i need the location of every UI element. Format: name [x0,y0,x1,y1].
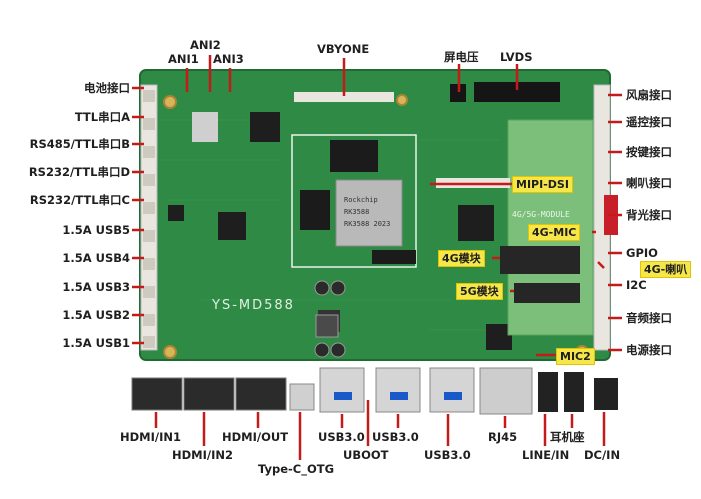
label-hdmi-out: HDMI/OUT [222,430,289,444]
label-hdmi-in2: HDMI/IN2 [172,448,233,462]
right-connectors [593,84,618,351]
label-backlight: 背光接口 [626,208,672,222]
m2-slot-5g [514,283,580,303]
label-vbyone: VBYONE [317,42,370,56]
label-power: 电源接口 [626,343,672,357]
tag-mipi-dsi: MIPI-DSI [512,176,573,193]
label-usb30-a: USB3.0 [318,430,365,444]
label-dc-in: DC/IN [584,448,621,462]
small-chip-1 [168,205,184,221]
tag-4g-mic: 4G-MIC [528,224,581,241]
emmc-chip [250,112,280,142]
chip-model: RK3588 [344,208,370,216]
m2-slot-4g [500,246,580,274]
ram-chip-1 [330,140,378,172]
label-ani2: ANI2 [190,38,221,52]
label-ani3: ANI3 [213,52,244,66]
pmic-chip [218,212,246,240]
metal-shield [192,112,218,142]
chip-brand: Rockchip [344,196,378,204]
label-hdmi-in1: HDMI/IN1 [120,430,181,444]
label-usb4: 1.5A USB4 [62,251,130,265]
label-headphone: 耳机座 [550,430,585,444]
label-rs232-c: RS232/TTL串口C [29,193,130,207]
module-label: 4G/5G-MODULE [512,210,570,219]
leader-lines [132,55,622,460]
tag-4g-module: 4G模块 [438,250,485,267]
soc-chip [335,179,403,247]
chip-date: RK3588 2023 [344,220,391,228]
label-gpio: GPIO [626,246,658,260]
label-ttl-a: TTL串口A [74,110,130,124]
label-speaker: 喇叭接口 [626,176,672,190]
label-ani1: ANI1 [168,52,199,66]
label-usb5: 1.5A USB5 [62,223,130,237]
tag-5g-module: 5G模块 [456,283,503,300]
lvds-header [450,82,560,102]
label-lvds: LVDS [500,50,533,64]
label-usb3: 1.5A USB3 [62,280,130,294]
label-usb30-b: USB3.0 [372,430,419,444]
vbyone-connector [294,92,394,102]
label-typec-otg: Type-C_OTG [258,462,335,476]
label-line-in: LINE/IN [522,448,570,462]
label-rj45: RJ45 [488,430,518,444]
label-rs485-b: RS485/TTL串口B [29,137,130,151]
label-uboot: UBOOT [343,448,389,462]
label-usb2: 1.5A USB2 [62,308,130,322]
label-battery: 电池接口 [84,81,130,95]
ram-chip-3 [372,250,416,264]
soc-outline [291,134,417,268]
label-i2c: I2C [626,278,647,292]
capacitors [314,280,346,358]
small-chip-2 [458,205,494,241]
label-fan: 风扇接口 [626,88,672,102]
label-screen-voltage: 屏电压 [444,50,479,64]
bottom-ports [131,367,618,415]
left-connectors [140,84,158,351]
label-remote: 遥控接口 [626,115,672,129]
label-rs232-d: RS232/TTL串口D [28,165,130,179]
tag-4g-speaker: 4G-喇叭 [640,261,692,278]
label-audio: 音频接口 [626,311,672,325]
ram-chip-2 [300,190,330,230]
board-silkscreen: YS-MD588 [212,298,295,313]
label-usb1: 1.5A USB1 [62,336,130,350]
label-usb30-c: USB3.0 [424,448,471,462]
label-keys: 按键接口 [626,145,672,159]
tag-mic2: MIC2 [556,348,595,365]
